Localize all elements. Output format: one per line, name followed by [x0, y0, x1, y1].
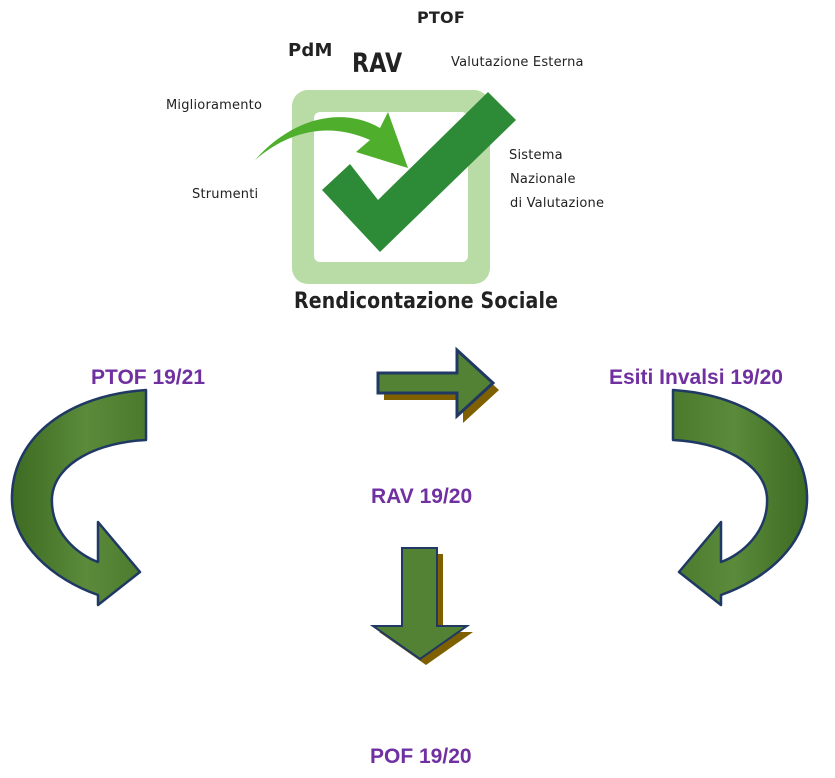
arrow-down-icon	[369, 547, 473, 665]
curved-arrow-right-icon	[671, 388, 809, 607]
logo-sistema-line1: Sistema	[509, 148, 563, 163]
logo-strumenti: Strumenti	[192, 187, 259, 202]
label-pof: POF 19/20	[370, 745, 472, 768]
label-rav: RAV 19/20	[371, 485, 473, 508]
logo-graphic	[255, 90, 516, 284]
label-invalsi: Esiti Invalsi 19/20	[609, 366, 783, 389]
check-mark-icon	[322, 92, 516, 252]
arrow-right-icon	[376, 346, 499, 423]
logo-pdm: PdM	[288, 40, 333, 61]
logo-rav: RAV	[352, 48, 403, 79]
logo-miglioramento: Miglioramento	[166, 98, 263, 113]
logo-sistema-line3: di Valutazione	[510, 196, 605, 211]
logo-sistema-line2: Nazionale	[510, 172, 576, 187]
logo-rendicontazione: Rendicontazione Sociale	[294, 289, 559, 314]
logo-valutazione-esterna: Valutazione Esterna	[451, 55, 584, 70]
logo-ptof: PTOF	[417, 8, 465, 27]
swoosh-arrow	[255, 112, 408, 168]
curved-arrow-left-icon	[10, 388, 148, 607]
label-ptof: PTOF 19/21	[91, 366, 206, 389]
